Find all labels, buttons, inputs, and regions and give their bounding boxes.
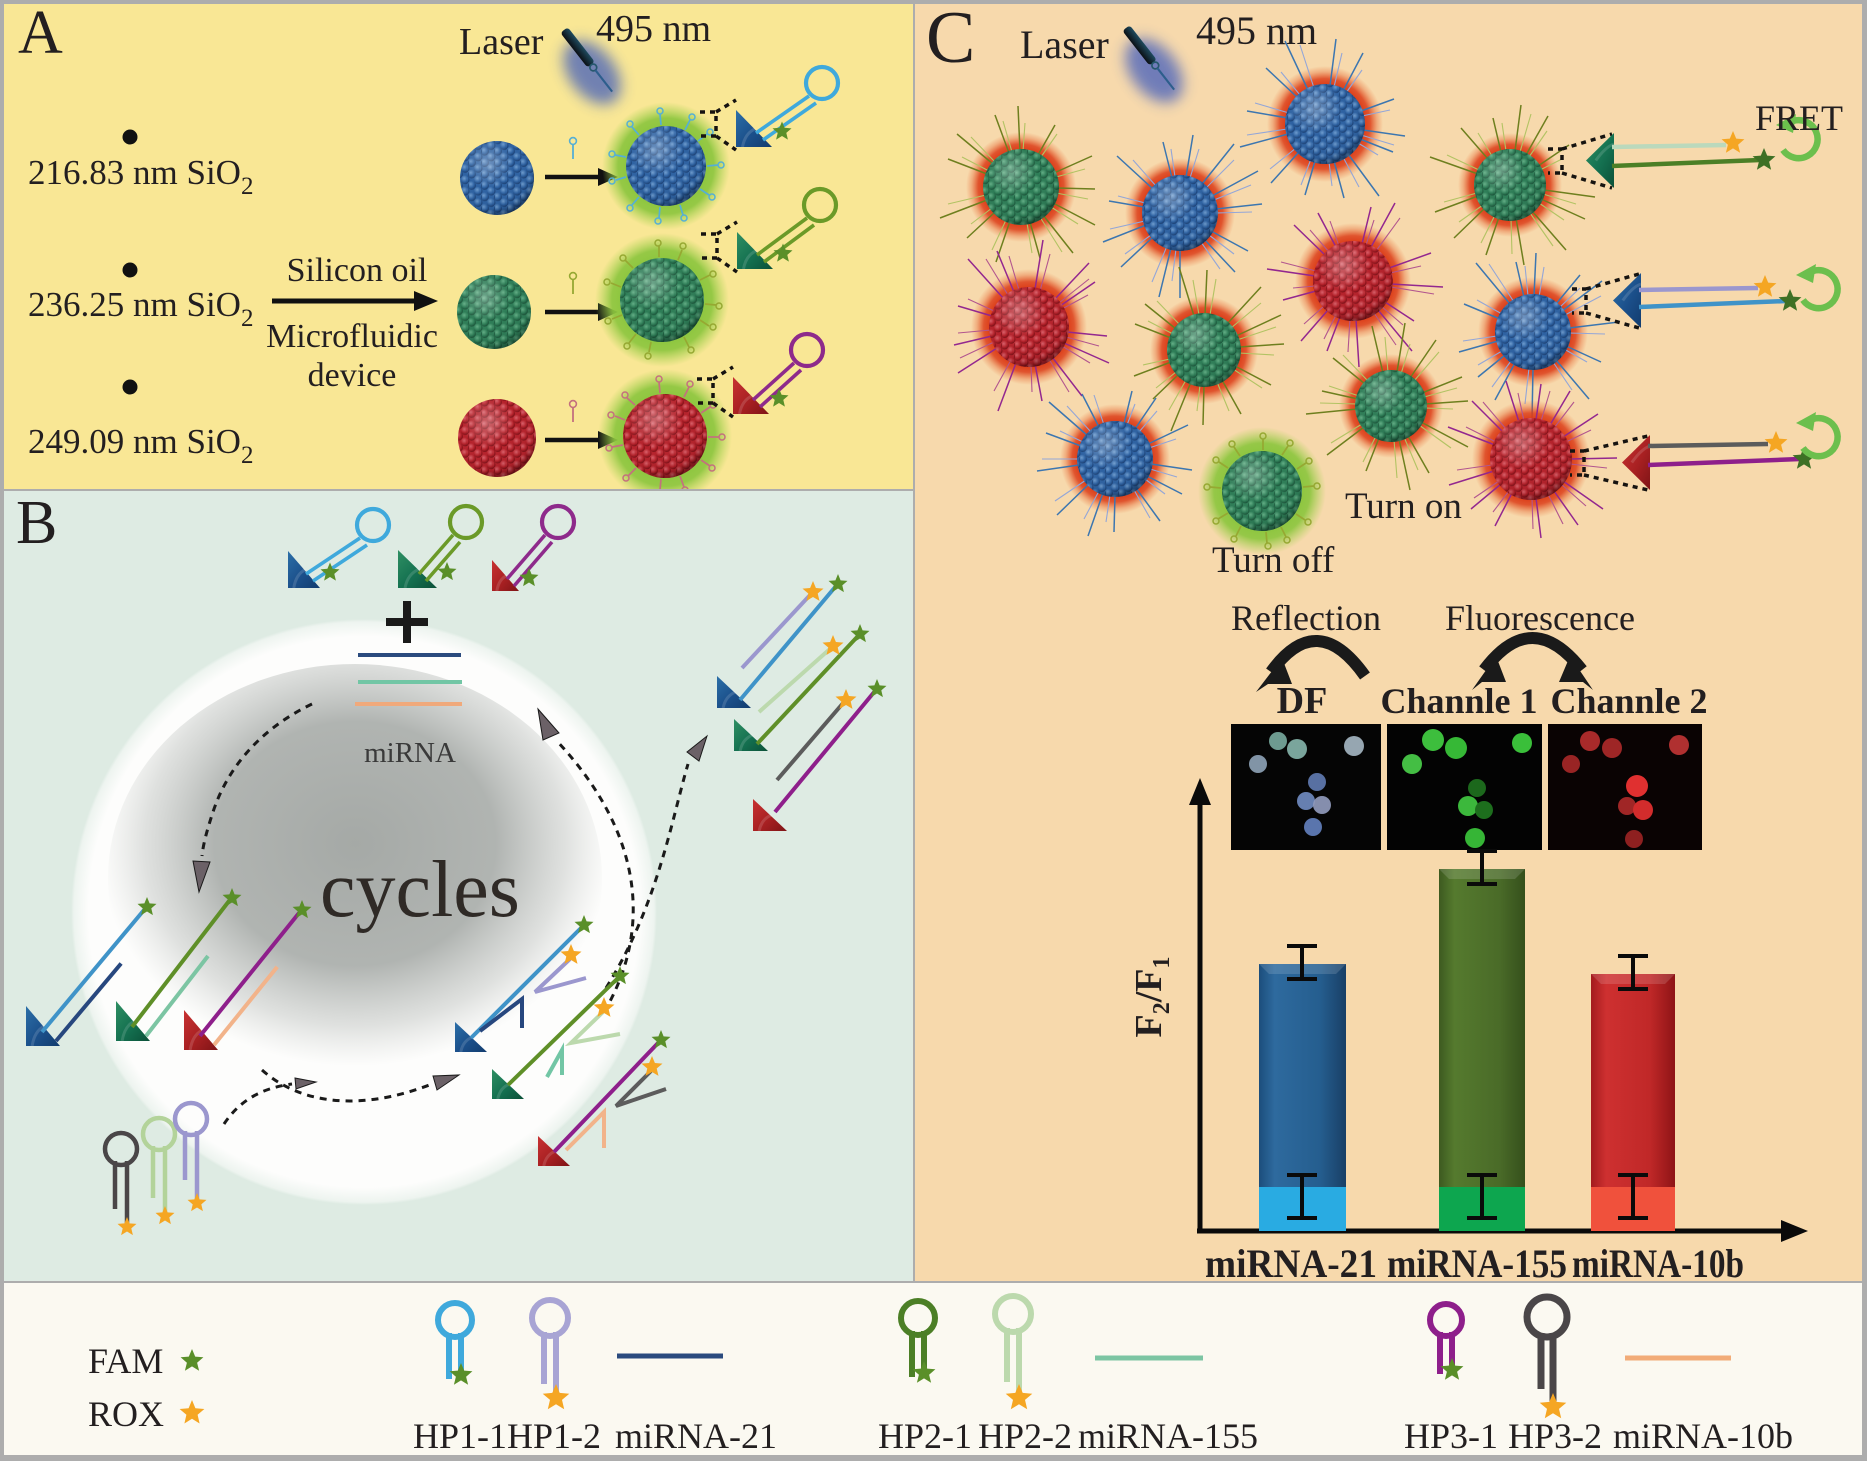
svg-text:cycles: cycles <box>320 846 520 934</box>
svg-text:HP1-1: HP1-1 <box>413 1416 507 1455</box>
svg-text:miRNA: miRNA <box>364 737 456 769</box>
svg-text:A: A <box>18 4 63 67</box>
svg-text:236.25 nm SiO2: 236.25 nm SiO2 <box>28 285 253 332</box>
svg-text:Reflection: Reflection <box>1231 598 1381 638</box>
svg-text:HP3-1: HP3-1 <box>1404 1416 1498 1455</box>
svg-text:device: device <box>308 357 397 394</box>
svg-text:miRNA-155: miRNA-155 <box>1078 1416 1258 1455</box>
svg-text:249.09 nm SiO2: 249.09 nm SiO2 <box>28 422 253 469</box>
svg-text:FRET: FRET <box>1755 98 1843 138</box>
svg-text:Microfluidic: Microfluidic <box>266 318 438 355</box>
svg-text:Channle 1: Channle 1 <box>1380 681 1537 721</box>
svg-text:miRNA-155: miRNA-155 <box>1387 1241 1567 1281</box>
svg-text:miRNA-21: miRNA-21 <box>1205 1241 1377 1281</box>
svg-text:Channle 2: Channle 2 <box>1550 681 1707 721</box>
svg-text:Silicon oil: Silicon oil <box>287 252 428 289</box>
svg-text:ROX: ROX <box>88 1394 164 1434</box>
svg-text:216.83 nm SiO2: 216.83 nm SiO2 <box>28 153 253 200</box>
svg-text:HP1-2: HP1-2 <box>507 1416 601 1455</box>
svg-text:495 nm: 495 nm <box>1196 8 1317 53</box>
svg-text:miRNA-10b: miRNA-10b <box>1613 1416 1793 1455</box>
svg-text:DF: DF <box>1277 680 1328 722</box>
svg-text:Turn off: Turn off <box>1212 540 1335 581</box>
svg-text:Laser: Laser <box>459 21 544 63</box>
svg-text:FAM: FAM <box>88 1341 163 1381</box>
svg-text:HP2-2: HP2-2 <box>978 1416 1072 1455</box>
svg-text:Turn on: Turn on <box>1345 486 1462 527</box>
svg-text:HP2-1: HP2-1 <box>878 1416 972 1455</box>
svg-text:miRNA-10b: miRNA-10b <box>1572 1241 1744 1281</box>
svg-text:Fluorescence: Fluorescence <box>1445 598 1635 638</box>
svg-text:B: B <box>16 491 57 557</box>
svg-text:495 nm: 495 nm <box>596 8 711 50</box>
svg-text:C: C <box>926 4 975 79</box>
svg-text:miRNA-21: miRNA-21 <box>615 1416 777 1455</box>
svg-text:Laser: Laser <box>1020 22 1109 67</box>
svg-text:F2/F1: F2/F1 <box>1128 957 1175 1038</box>
svg-text:HP3-2: HP3-2 <box>1508 1416 1602 1455</box>
